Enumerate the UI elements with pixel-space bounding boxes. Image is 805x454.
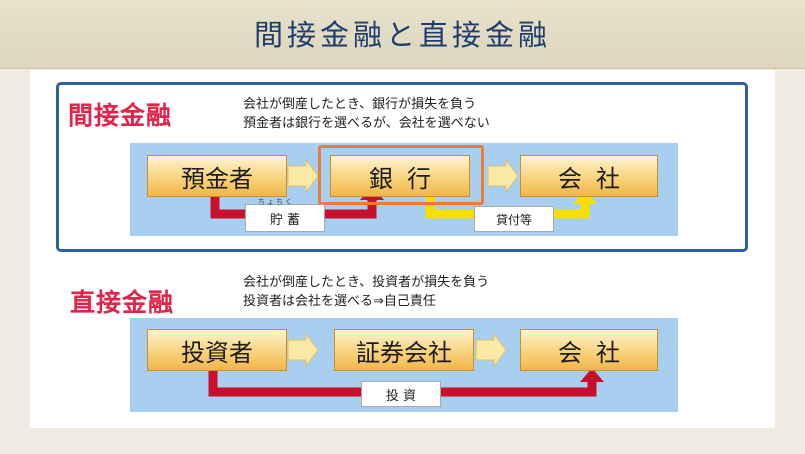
direct-finance-title: 直接金融 bbox=[70, 288, 175, 317]
bank-box: 銀行 bbox=[330, 155, 470, 197]
slide-title: 間接金融と直接金融 bbox=[253, 18, 551, 52]
indirect-desc-line-2: 預金者は銀行を選べるが、会社を選べない bbox=[243, 116, 490, 131]
investor-box-front: 投資者 bbox=[147, 329, 287, 371]
bank-highlight-frame bbox=[318, 145, 484, 205]
arrowhead-icon bbox=[580, 368, 604, 382]
lending-label: 貸付等 bbox=[474, 206, 554, 232]
savings-ruby: ちょちく bbox=[258, 198, 294, 206]
investment-flow-arrow bbox=[208, 371, 361, 397]
investment-flow-arrow-tail bbox=[441, 380, 597, 397]
savings-label-text: 貯 蓄 bbox=[269, 212, 301, 228]
chevron-arrow-icon bbox=[287, 158, 319, 194]
chevron-arrow-icon bbox=[287, 332, 319, 368]
indirect-finance-description: 会社が倒産したとき、銀行が損失を負う 預金者は銀行を選べるが、会社を選べない bbox=[243, 95, 490, 133]
chevron-arrow-icon bbox=[487, 158, 519, 194]
company-box: 会社 bbox=[520, 155, 658, 197]
indirect-desc-line-1: 会社が倒産したとき、銀行が損失を負う bbox=[243, 97, 477, 112]
direct-finance-description: 会社が倒産したとき、投資者が損失を負う 投資者は会社を選べる⇒自己責任 bbox=[243, 273, 489, 311]
depositor-box: 預金者 bbox=[147, 155, 287, 197]
securities-company-box-front: 証券会社 bbox=[334, 329, 474, 371]
direct-company-box-front: 会社 bbox=[520, 329, 658, 371]
slide-header: 間接金融と直接金融 bbox=[0, 0, 805, 69]
arrowhead-icon bbox=[573, 190, 597, 204]
direct-desc-line-2: 投資者は会社を選べる⇒自己責任 bbox=[243, 294, 436, 309]
direct-desc-line-1: 会社が倒産したとき、投資者が損失を負う bbox=[243, 275, 490, 290]
chevron-arrow-icon bbox=[475, 332, 507, 368]
indirect-finance-title: 間接金融 bbox=[68, 101, 173, 130]
investment-label-front: 投 資 bbox=[361, 381, 441, 407]
savings-label: 貯 蓄 bbox=[245, 204, 325, 232]
